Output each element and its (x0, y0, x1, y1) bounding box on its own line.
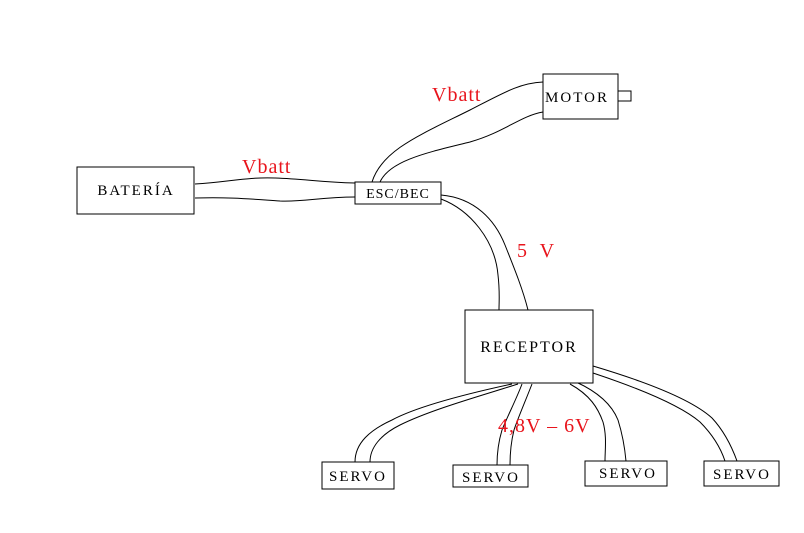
receptor-box: RECEPTOR (464, 309, 594, 384)
voltage-label-battery: Vbatt (242, 156, 291, 178)
motor-box: MOTOR (542, 73, 632, 120)
wire-receptor-servo-3 (569, 381, 627, 462)
voltage-label-receptor: 5 V (517, 240, 558, 262)
servo-2-label: SERVO (462, 470, 520, 486)
servo-1-label: SERVO (329, 469, 387, 485)
voltage-label-motor: Vbatt (432, 84, 481, 106)
voltage-label-servos: 4,8V – 6V (498, 415, 591, 437)
servo-3-label: SERVO (599, 466, 657, 482)
wire-receptor-servo-1 (354, 383, 519, 463)
wire-battery-esc (194, 177, 356, 202)
esc-bec-label: ESC/BEC (366, 187, 430, 202)
receptor-label: RECEPTOR (480, 339, 578, 356)
bateria-box: BATERÍA (76, 166, 195, 215)
servo-4-label: SERVO (713, 467, 771, 483)
wire-receptor-servo-2 (496, 383, 533, 466)
servo-box-4: SERVO (703, 460, 780, 487)
wire-esc-motor (371, 81, 544, 183)
wire-receptor-servo-4 (592, 365, 738, 462)
servo-box-3: SERVO (584, 460, 668, 487)
servo-box-2: SERVO (452, 464, 529, 488)
motor-label: MOTOR (545, 90, 609, 106)
motor-shaft (617, 90, 632, 102)
servo-box-1: SERVO (321, 461, 395, 490)
bateria-label: BATERÍA (97, 182, 174, 199)
esc-bec-box: ESC/BEC (354, 181, 442, 205)
wire-esc-receptor (440, 194, 529, 311)
